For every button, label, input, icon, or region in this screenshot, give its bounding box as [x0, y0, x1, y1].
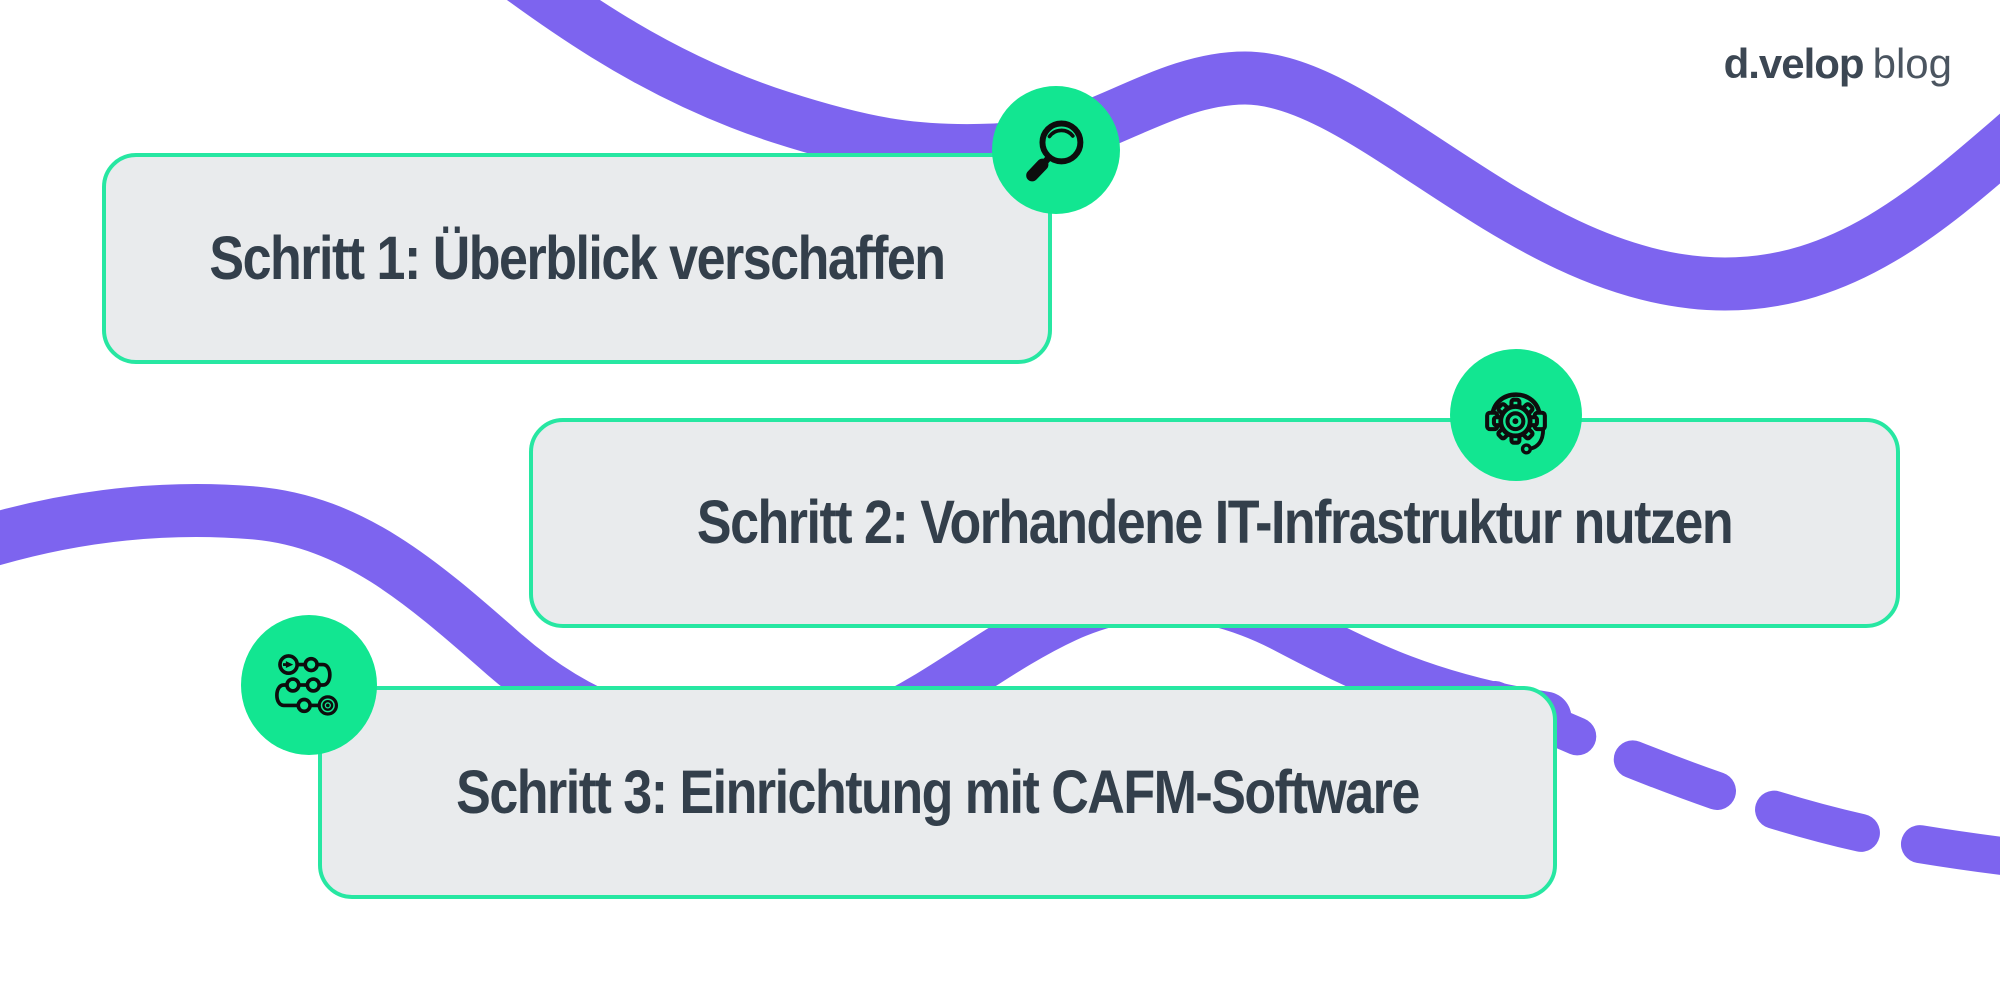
gear-headset-icon: [1485, 392, 1547, 455]
process-flow-icon: [275, 654, 339, 716]
step-2-card: Schritt 2: Vorhandene IT-Infrastruktur n…: [529, 418, 1900, 628]
step-2-badge: [1450, 349, 1582, 481]
step-3-badge: [241, 615, 377, 755]
step-3-label: Schritt 3: Einrichtung mit CAFM-Software: [456, 758, 1420, 827]
magnifier-icon: [1026, 120, 1084, 182]
logo-brand: d.velop: [1723, 40, 1865, 87]
logo-suffix: blog: [1872, 40, 1952, 87]
step-1-badge: [992, 86, 1120, 214]
step-1-label: Schritt 1: Überblick verschaffen: [209, 224, 946, 293]
step-2-label: Schritt 2: Vorhandene IT-Infrastruktur n…: [696, 488, 1734, 558]
step-3-card: Schritt 3: Einrichtung mit CAFM-Software: [318, 686, 1557, 899]
purple-curve-top: [506, 0, 2000, 311]
purple-curve-dashed: [1476, 681, 2000, 875]
step-1-card: Schritt 1: Überblick verschaffen: [102, 153, 1052, 364]
